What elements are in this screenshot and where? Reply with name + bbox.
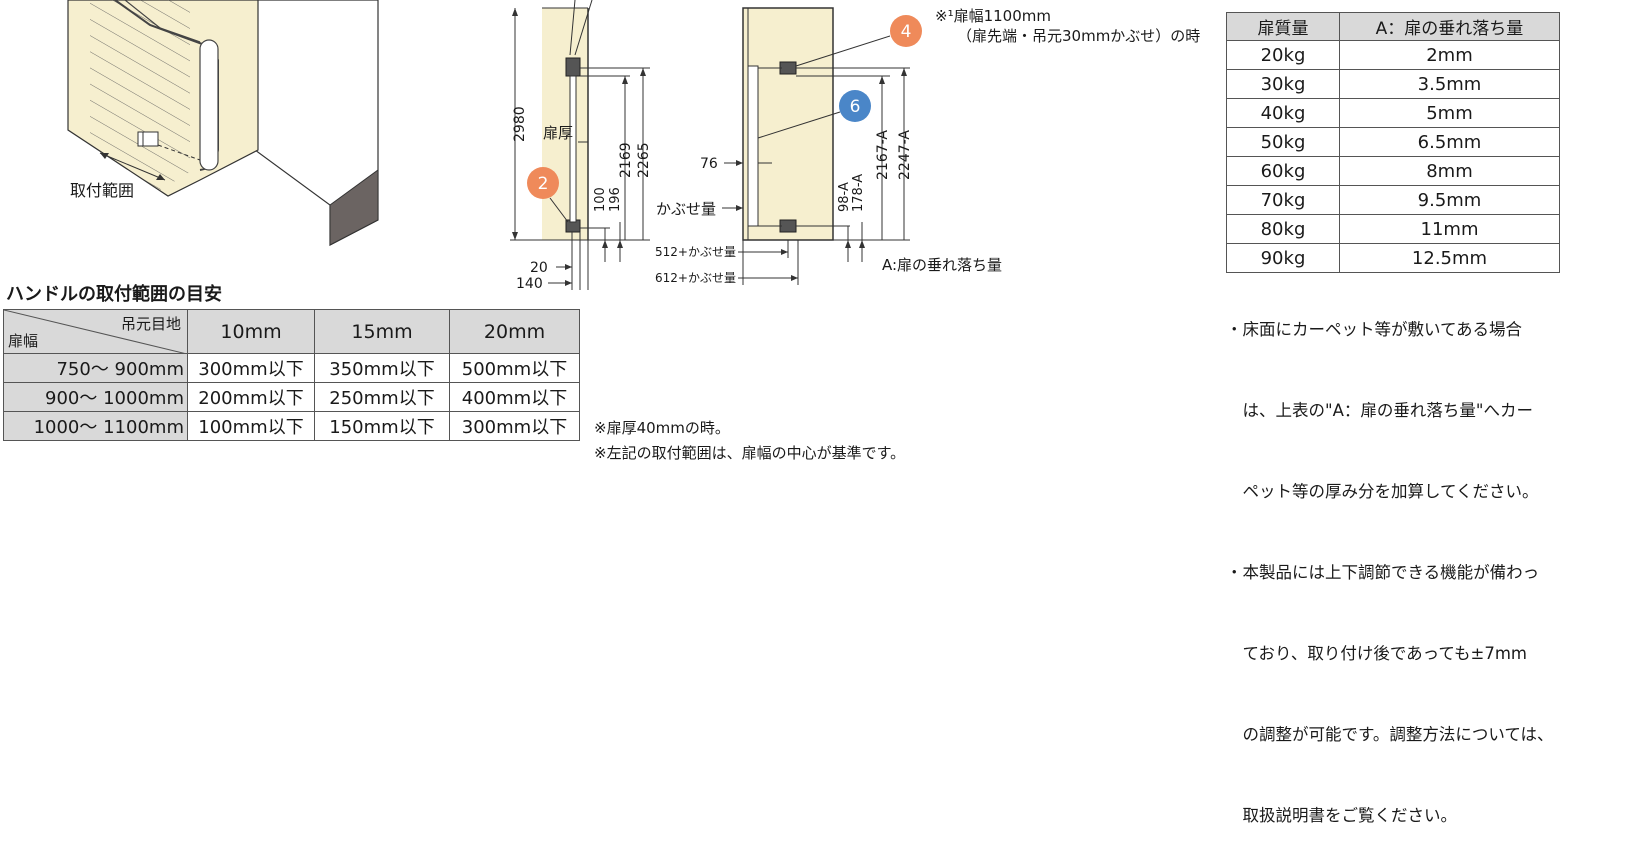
- notes: ・床面にカーペット等が敷いてある場合 は、上表の"A：扉の垂れ落ち量"へカー ペ…: [1226, 262, 1636, 856]
- cell: 11mm: [1339, 214, 1560, 244]
- cell: 8mm: [1339, 156, 1560, 186]
- cell: 300mm以下: [187, 353, 315, 383]
- dim-98a: 98-A: [837, 182, 852, 212]
- hatched-range: [90, 0, 190, 190]
- width-cell: 750〜 900mm: [3, 353, 188, 383]
- dim-100: 100: [593, 187, 608, 212]
- dim-76: 76: [700, 156, 718, 172]
- marker-2-label: 2: [538, 174, 549, 194]
- width-cell: 1000〜 1100mm: [3, 411, 188, 441]
- marker-6-icon: [839, 90, 871, 122]
- sag-label: A:扉の垂れ落ち量: [882, 256, 1002, 274]
- cell: 90kg: [1226, 243, 1340, 273]
- cell: 300mm以下: [449, 411, 580, 441]
- handle-note-2: ※左記の取付範囲は、扉幅の中心が基準です。: [594, 444, 906, 462]
- marker-4-label: 4: [901, 22, 912, 42]
- cell: 350mm以下: [314, 353, 450, 383]
- front-view: 2167-A 2247-A 98-A 178-A 76 かぶせ量 512+かぶせ…: [655, 7, 1002, 285]
- dim-2980: 2980: [512, 106, 528, 142]
- cell: 70kg: [1226, 185, 1340, 215]
- corner-top-label: 吊元目地: [120, 315, 181, 333]
- col-header: 10mm: [187, 309, 315, 354]
- dim-2167a: 2167-A: [875, 130, 891, 180]
- corner-bottom-label: 扉幅: [8, 332, 39, 350]
- dim-20: 20: [530, 260, 548, 276]
- table-row: 750〜 900mm 300mm以下 350mm以下 500mm以下: [3, 353, 580, 383]
- note-line: ・本製品には上下調節できる機能が備わっ: [1226, 563, 1540, 582]
- cell: 5mm: [1339, 98, 1560, 128]
- sag-header-mass: 扉質量: [1226, 12, 1340, 41]
- sag-header-drop: A：扉の垂れ落ち量: [1339, 12, 1560, 41]
- hinge-icon: [137, 131, 159, 147]
- note-line: ており、取り付け後であっても±7mm: [1226, 644, 1528, 663]
- width-footnote-line2: （扉先端・吊元30mmかぶせ）の時: [957, 27, 1201, 45]
- door-illustration: 取付範囲: [67, 0, 379, 246]
- width-footnote: ※¹扉幅1100mm （扉先端・吊元30mmかぶせ）の時: [935, 6, 1200, 46]
- note-line: ペット等の厚み分を加算してください。: [1226, 482, 1539, 501]
- dim-2169: 2169: [618, 142, 634, 178]
- cell: 40kg: [1226, 98, 1340, 128]
- handle-range-table: 吊元目地 扉幅 10mm 15mm 20mm 750〜 900mm 300mm以…: [3, 309, 580, 441]
- cell: 60kg: [1226, 156, 1340, 186]
- dim-2247a: 2247-A: [897, 130, 913, 180]
- cell: 250mm以下: [314, 382, 450, 412]
- dim-178a: 178-A: [851, 174, 866, 212]
- cell: 6.5mm: [1339, 127, 1560, 157]
- thickness-label: 扉厚: [543, 124, 573, 142]
- cell: 9.5mm: [1339, 185, 1560, 215]
- note-line: は、上表の"A：扉の垂れ落ち量"へカー: [1226, 401, 1533, 420]
- handle-section-title: ハンドルの取付範囲の目安: [6, 284, 222, 305]
- col-header: 15mm: [314, 309, 450, 354]
- cell: 12.5mm: [1339, 243, 1560, 273]
- width-footnote-line1: ※¹扉幅1100mm: [935, 7, 1051, 25]
- cell: 80kg: [1226, 214, 1340, 244]
- cell: 50kg: [1226, 127, 1340, 157]
- dim-612: 612+かぶせ量: [655, 271, 736, 285]
- width-cell: 900〜 1000mm: [3, 382, 188, 412]
- marker-4-icon: [890, 15, 922, 47]
- dim-2265: 2265: [636, 142, 652, 178]
- dim-140: 140: [516, 276, 543, 292]
- range-label: 取付範囲: [70, 181, 134, 200]
- cell: 100mm以下: [187, 411, 315, 441]
- cell: 2mm: [1339, 40, 1560, 70]
- col-header: 20mm: [449, 309, 580, 354]
- cell: 400mm以下: [449, 382, 580, 412]
- cell: 20kg: [1226, 40, 1340, 70]
- overlay-label: かぶせ量: [656, 200, 716, 218]
- marker-6-label: 6: [850, 97, 861, 117]
- cell: 500mm以下: [449, 353, 580, 383]
- table-row: 1000〜 1100mm 100mm以下 150mm以下 300mm以下: [3, 411, 580, 441]
- dim-196: 196: [608, 187, 623, 212]
- handle-note-1: ※扉厚40mmの時。: [594, 419, 730, 437]
- note-line: 取扱説明書をご覧ください。: [1226, 806, 1458, 825]
- dim-512: 512+かぶせ量: [655, 245, 736, 259]
- note-line: ・床面にカーペット等が敷いてある場合: [1226, 320, 1523, 339]
- table-row: 900〜 1000mm 200mm以下 250mm以下 400mm以下: [3, 382, 580, 412]
- marker-2-icon: [527, 167, 559, 199]
- cell: 30kg: [1226, 69, 1340, 99]
- cell: 3.5mm: [1339, 69, 1560, 99]
- corner-cell: 吊元目地 扉幅: [3, 309, 188, 354]
- note-line: の調整が可能です。調整方法については、: [1226, 725, 1554, 744]
- cell: 150mm以下: [314, 411, 450, 441]
- cell: 200mm以下: [187, 382, 315, 412]
- side-view: 2980 2169 2265 100 196 扉厚 20 140 2: [510, 0, 652, 292]
